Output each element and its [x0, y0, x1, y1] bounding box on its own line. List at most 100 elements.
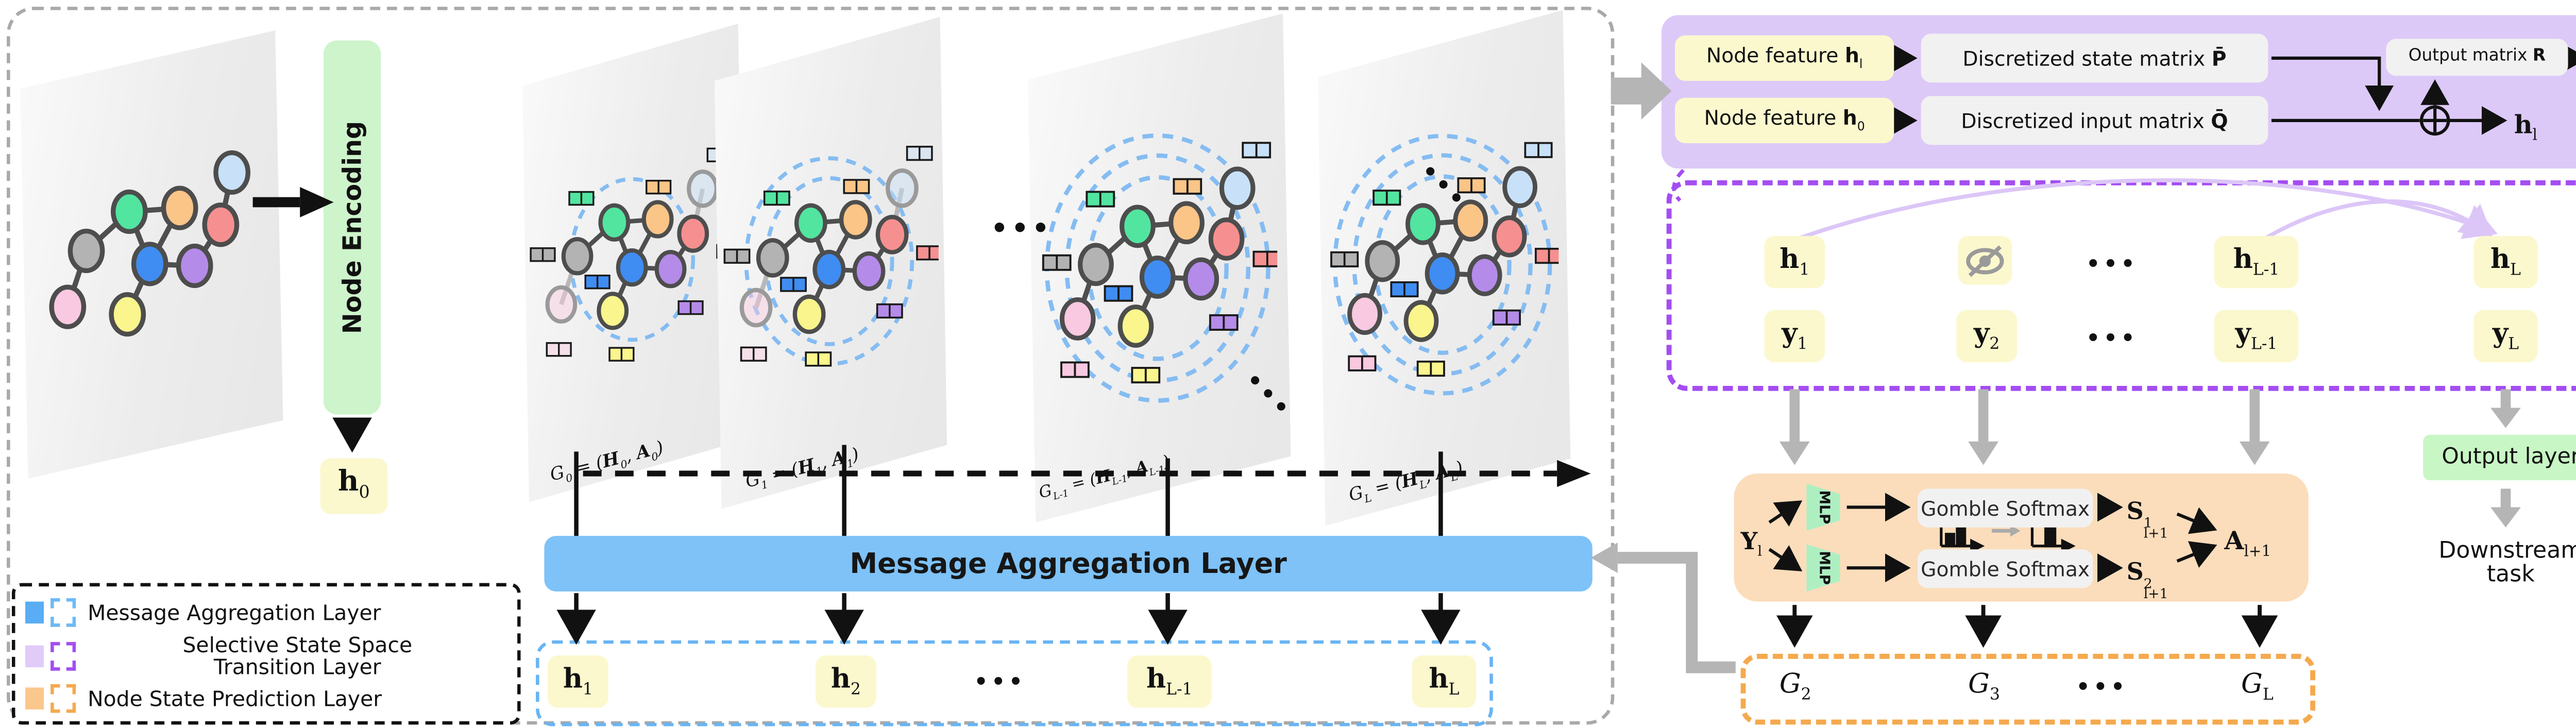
encoded-graph-gl-1: [1041, 64, 1282, 468]
sel-y1-chip: y1: [1764, 310, 1825, 363]
h-row-box: [536, 640, 1493, 726]
graph-node-orange: [1453, 199, 1488, 242]
selector-to-prediction-arrow-2: [1968, 389, 1999, 465]
sel-yl-chip: yL: [2473, 310, 2538, 363]
hl-chip: hL: [1412, 655, 1477, 708]
selector-to-prediction-arrow-3: [2239, 389, 2270, 465]
graph-node-lightblue: [1219, 166, 1256, 210]
mlp-label: MLP: [1815, 490, 1832, 524]
feature-box-orange: [1457, 177, 1486, 194]
graph-node-gray: [1078, 243, 1114, 286]
graph-node-orange: [1168, 201, 1205, 245]
output-to-downstream-arrow: [2490, 488, 2521, 528]
graph-node-pink: [545, 285, 578, 324]
feature-box-purple: [1209, 314, 1239, 331]
feature-box-red: [1535, 247, 1564, 264]
feature-box-lightblue: [1242, 142, 1272, 159]
graph-node-blue: [1139, 255, 1176, 299]
gomble-softmax-box-1: Gomble Softmax: [1918, 488, 2093, 528]
input-graph: [30, 61, 273, 445]
selector-to-prediction-arrow-1: [1779, 389, 1810, 465]
feature-box-purple: [677, 300, 704, 315]
h-row-ellipsis: •••: [974, 670, 1026, 696]
legend-swatch-blue-dashed: [50, 598, 76, 627]
feature-box-yellow: [1416, 360, 1445, 377]
hl-1-chip: hL-1: [1127, 655, 1212, 708]
feature-box-purple: [1492, 309, 1521, 326]
feature-box-red: [1252, 250, 1282, 267]
feature-box-lightblue: [1524, 142, 1553, 158]
sel-eye-chip: [1958, 235, 2012, 285]
encoded-graph-gl: [1330, 61, 1564, 465]
message-aggregation-bar: Message Aggregation Layer: [544, 536, 1592, 592]
sel-y-ellipsis: •••: [2086, 327, 2139, 352]
receptive-field-ring: [569, 177, 695, 342]
eye-slash-icon: [1966, 244, 2004, 276]
graph-node-pink: [739, 287, 773, 328]
Al-label: Al+1: [2224, 526, 2272, 562]
feature-box-blue: [1104, 285, 1133, 302]
graph-node-red: [677, 214, 709, 253]
graph-node-yellow: [597, 292, 629, 330]
feature-box-yellow: [608, 347, 635, 362]
graph-node-gray: [1365, 240, 1400, 282]
graph-node-yellow: [1117, 304, 1154, 348]
gomble-softmax-label: Gomble Softmax: [1921, 496, 2090, 520]
sel-yl-1-chip: yL-1: [2214, 310, 2299, 363]
graph-sheet-gl-1: [1028, 13, 1291, 522]
feature-box-pink: [546, 342, 572, 357]
graph-node-gray: [756, 238, 789, 278]
sel-hl-chip: hL: [2473, 235, 2538, 289]
discretized-state-matrix-box: Discretized state matrix P̄: [1921, 33, 2268, 83]
h1-chip: h1: [547, 655, 608, 708]
legend-swatch-orange-dashed: [50, 684, 76, 713]
feature-box-pink: [740, 346, 767, 362]
feature-box-purple: [876, 303, 903, 319]
discretized-input-matrix-box: Discretized input matrix Q̄: [1921, 96, 2268, 145]
feature-box-orange: [646, 179, 672, 195]
graph-node-blue: [1425, 252, 1460, 295]
feature-box-green: [568, 191, 595, 206]
graph-node-purple: [1467, 254, 1502, 296]
graph-node-gray: [561, 237, 594, 276]
feature-box-gray: [723, 248, 751, 264]
sel-y2-chip: y2: [1956, 310, 2018, 363]
graph-node-green: [111, 189, 148, 234]
g2-label: G2: [1779, 667, 1811, 705]
feature-box-blue: [584, 275, 611, 290]
graph-node-green: [598, 203, 631, 242]
feature-box-orange: [1173, 178, 1202, 195]
graph-node-lightblue: [687, 170, 719, 208]
graph-node-pink: [1347, 293, 1382, 335]
graph-node-lightblue: [1502, 166, 1537, 208]
graph-sheet-g0: [522, 23, 745, 502]
graph-node-green: [794, 203, 827, 243]
feature-box-green: [1372, 190, 1401, 206]
graph-node-green: [1405, 203, 1440, 245]
graph-node-green: [1120, 205, 1156, 248]
message-aggregation-bar-label: Message Aggregation Layer: [850, 547, 1287, 580]
node-feature-h0-chip: Node feature h0: [1675, 97, 1894, 144]
graph-node-yellow: [792, 294, 826, 334]
feedback-elbow: [1617, 552, 1736, 673]
feature-box-yellow: [805, 351, 832, 367]
sel-h1-chip: h1: [1764, 235, 1825, 289]
sel-hl-1-chip: hL-1: [2214, 235, 2299, 289]
graph-node-lightblue: [886, 168, 919, 208]
feature-box-gray: [1042, 254, 1072, 271]
feature-box-lightblue: [906, 145, 933, 161]
feature-box-pink: [1060, 361, 1090, 378]
sel-h-ellipsis: •••: [2086, 252, 2139, 278]
feature-box-gray: [530, 247, 556, 262]
legend-row-node-state-prediction: Node State Prediction Layer: [25, 684, 382, 713]
output-layer-box: Output layer: [2423, 434, 2576, 481]
gomble-softmax-label: Gomble Softmax: [1921, 556, 2090, 581]
feature-box-green: [1086, 191, 1115, 208]
node-encoding-box: Node Encoding: [323, 40, 381, 415]
graph-node-red: [1208, 217, 1245, 261]
graph-sheet-g1: [714, 16, 947, 509]
